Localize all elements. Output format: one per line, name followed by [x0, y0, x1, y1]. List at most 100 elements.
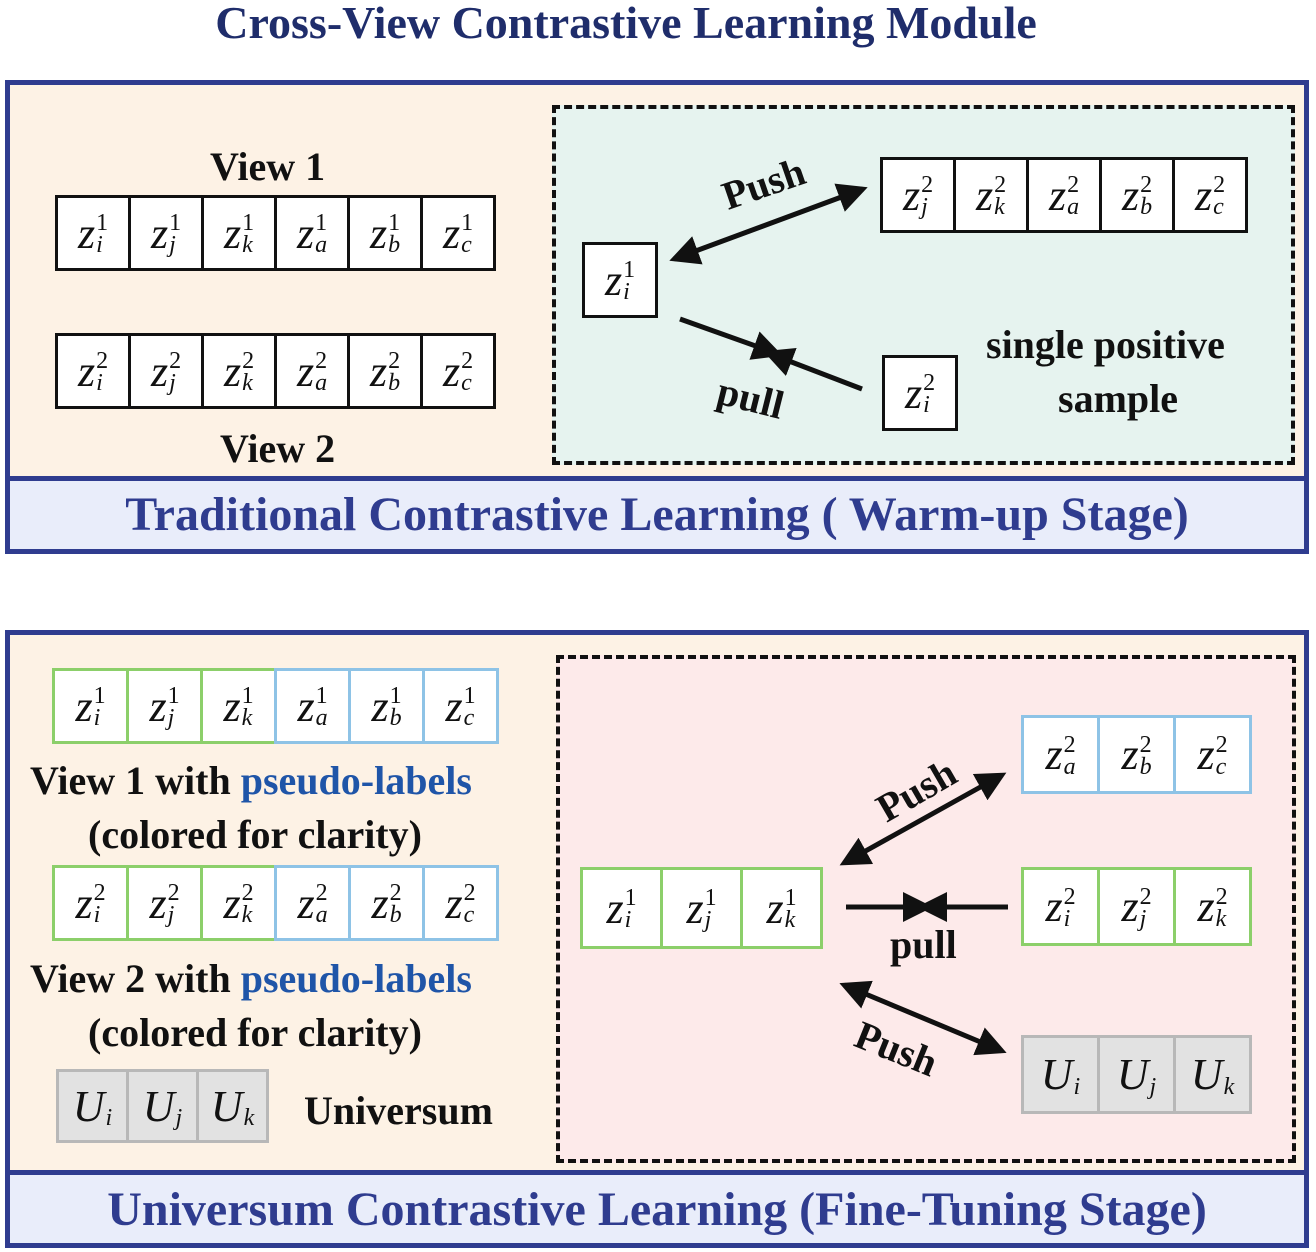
cell-subscript: k: [994, 194, 1005, 220]
cell-symbol: z: [1194, 170, 1213, 220]
cell-superscript: 1: [704, 885, 717, 911]
push-universum-arrow: [839, 980, 1007, 1056]
cell-symbol: z: [1045, 730, 1063, 779]
cell-subscript: c: [463, 902, 475, 928]
cell-symbol: z: [150, 208, 169, 258]
cell-superscript: 1: [242, 210, 255, 236]
embedding-cell: U i: [56, 1069, 129, 1143]
cell-superscript: [244, 1084, 255, 1106]
fine-tuning-stage-banner: Universum Contrastive Learning (Fine-Tun…: [10, 1170, 1304, 1243]
cell-subscript: j: [1139, 905, 1147, 932]
clarity-note-1: (colored for clarity): [88, 812, 422, 857]
bottom-arrows: [839, 772, 1008, 1056]
cell-superscript: 2: [1215, 731, 1228, 758]
cell-superscript: [176, 1084, 183, 1106]
positive-note-line1: single positive: [986, 322, 1225, 367]
cell-symbol: z: [766, 883, 784, 933]
cell-superscript: 2: [1215, 883, 1228, 910]
cell-symbol: z: [1197, 882, 1215, 931]
cell-superscript: 1: [241, 683, 254, 709]
cell-subscript: k: [1223, 1073, 1235, 1100]
pull-arrow-left: [679, 316, 783, 360]
cell-subscript: b: [1139, 753, 1152, 780]
cell-symbol: z: [77, 208, 96, 258]
cell-symbol: z: [1045, 882, 1063, 931]
cell-subscript: j: [169, 232, 176, 258]
cell-symbol: U: [142, 1081, 175, 1131]
cell-subscript: c: [1215, 753, 1227, 780]
cell-superscript: 2: [167, 880, 180, 906]
embedding-cell: U i: [1021, 1035, 1100, 1114]
cell-symbol: z: [369, 208, 388, 258]
cell-subscript: c: [1213, 194, 1224, 220]
cell-subscript: i: [93, 902, 101, 928]
cell-subscript: j: [175, 1105, 183, 1131]
cell-superscript: 2: [169, 348, 182, 374]
cell-subscript: i: [923, 392, 930, 418]
cell-symbol: z: [223, 878, 241, 928]
cell-subscript: a: [315, 902, 328, 928]
cell-superscript: 2: [241, 880, 254, 906]
cell-symbol: z: [149, 878, 167, 928]
cell-superscript: 2: [1213, 172, 1226, 198]
cell-superscript: 2: [315, 348, 328, 374]
cell-symbol: U: [1116, 1050, 1149, 1099]
cell-subscript: k: [242, 370, 253, 396]
cell-subscript: j: [704, 907, 712, 933]
cell-superscript: 2: [96, 348, 109, 374]
cell-superscript: 1: [624, 885, 637, 911]
view-2-label: View 2: [220, 426, 336, 471]
cell-superscript: 2: [388, 348, 401, 374]
cell-superscript: 2: [1139, 883, 1152, 910]
embedding-cell: U j: [1097, 1035, 1176, 1114]
cell-subscript: b: [1140, 194, 1153, 220]
cell-subscript: i: [623, 279, 630, 305]
cell-subscript: k: [242, 232, 253, 258]
cell-symbol: U: [210, 1081, 243, 1131]
cell-subscript: j: [921, 194, 928, 220]
cell-subscript: a: [1067, 194, 1080, 220]
cell-superscript: 1: [167, 683, 180, 709]
cell-superscript: 1: [463, 683, 476, 709]
cell-subscript: b: [388, 370, 401, 396]
cell-superscript: 2: [1140, 172, 1153, 198]
view-1-pseudo-label: View 1 with pseudo-labels: [30, 758, 472, 803]
cell-superscript: 2: [389, 880, 402, 906]
cell-superscript: 2: [1063, 883, 1076, 910]
cell-subscript: k: [1215, 905, 1227, 932]
cell-superscript: 1: [169, 210, 182, 236]
cell-superscript: 1: [315, 683, 328, 709]
cell-subscript: i: [93, 705, 101, 731]
cell-subscript: j: [167, 902, 175, 928]
cell-superscript: 2: [315, 880, 328, 906]
cell-symbol: z: [445, 878, 463, 928]
cell-symbol: z: [223, 346, 242, 396]
cell-symbol: z: [371, 681, 389, 731]
cell-superscript: 1: [461, 210, 474, 236]
